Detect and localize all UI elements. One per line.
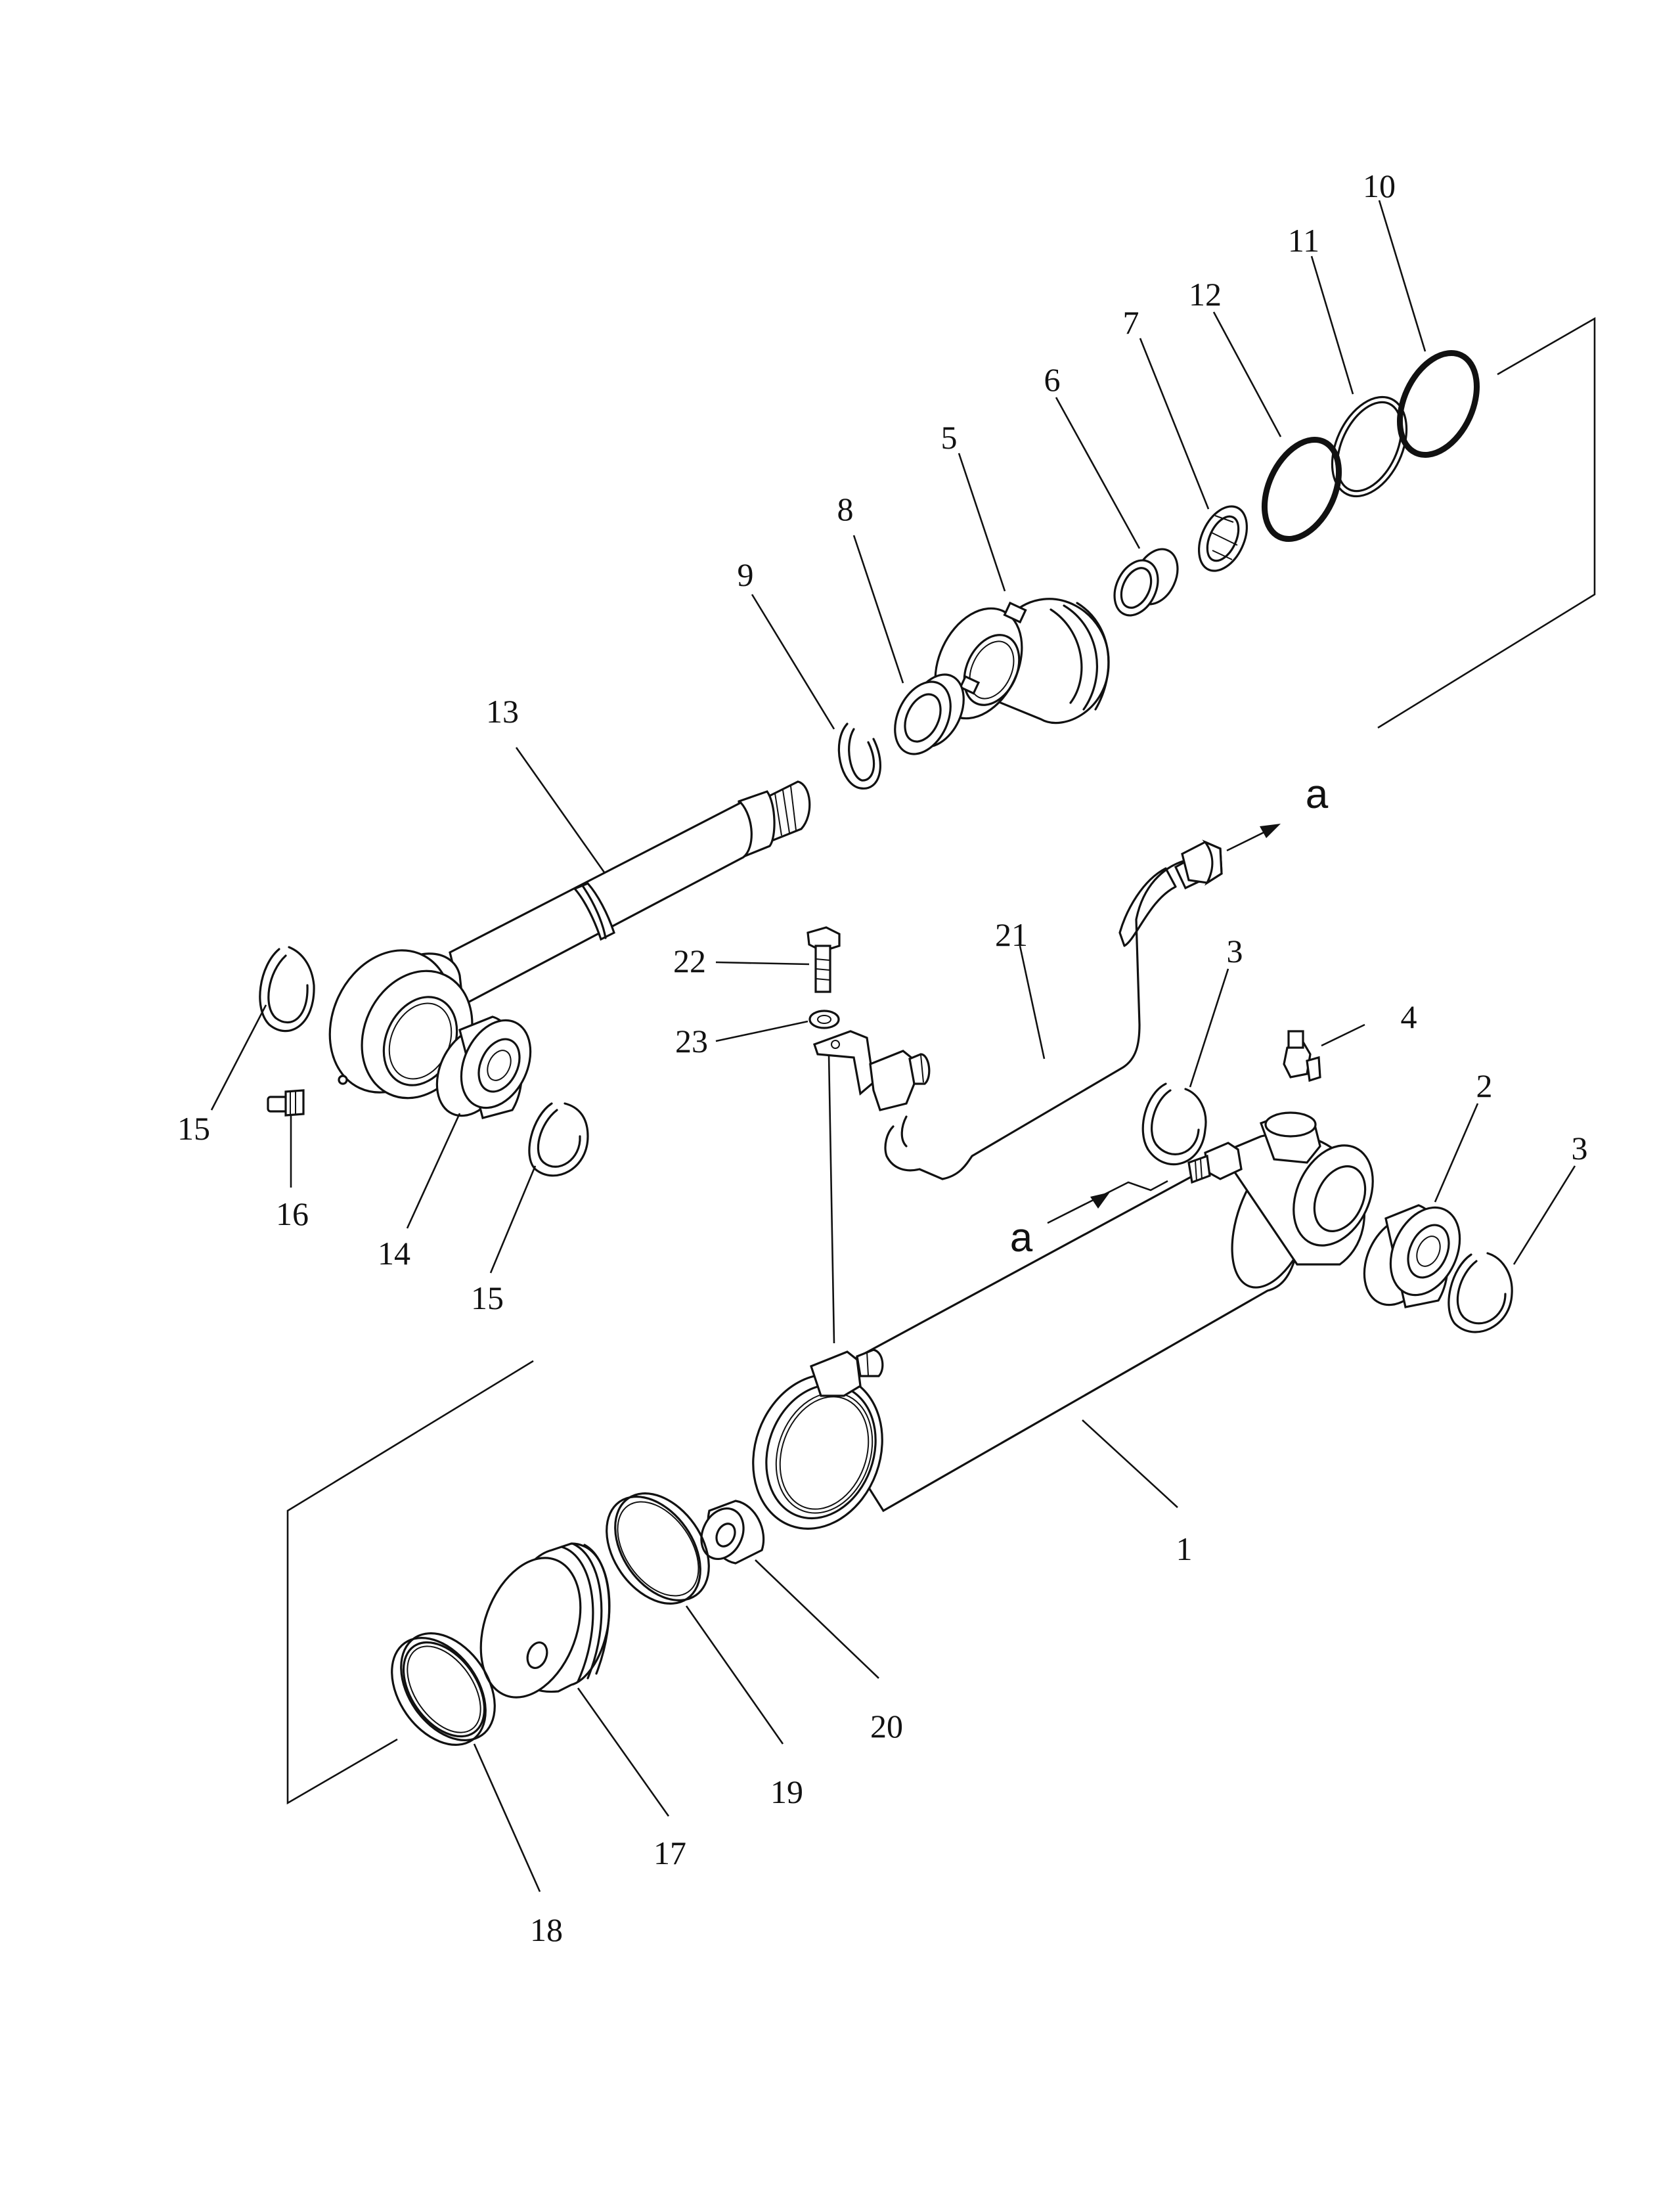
callout-17: 17 bbox=[653, 1835, 686, 1871]
bearing-2 bbox=[1363, 1204, 1461, 1308]
callout-20: 20 bbox=[870, 1708, 903, 1745]
callout-13: 13 bbox=[486, 693, 519, 730]
callout-7: 7 bbox=[1123, 304, 1139, 341]
callout-19: 19 bbox=[770, 1773, 803, 1810]
rod-seal-7 bbox=[1198, 505, 1248, 572]
backup-ring-11 bbox=[1331, 395, 1408, 498]
callout-9: 9 bbox=[738, 556, 754, 593]
view-arrow-top bbox=[1226, 824, 1281, 852]
snap-ring-9 bbox=[837, 723, 881, 790]
lower-seal-kit-bracket bbox=[286, 1360, 534, 1805]
leader-lines bbox=[210, 200, 1576, 1892]
bushing-6 bbox=[1113, 548, 1179, 617]
callout-21: 21 bbox=[995, 916, 1028, 953]
wiper-8 bbox=[894, 673, 965, 755]
clamp-drop-line bbox=[828, 1054, 835, 1344]
view-ref-top: a bbox=[1306, 772, 1329, 817]
callout-10: 10 bbox=[1363, 167, 1396, 204]
wear-ring-19 bbox=[606, 1492, 710, 1605]
callout-11: 11 bbox=[1288, 222, 1319, 259]
callout-8: 8 bbox=[837, 491, 854, 527]
bearing-14 bbox=[435, 1015, 532, 1119]
snap-ring-3-upper bbox=[1141, 1082, 1207, 1166]
nut-20 bbox=[700, 1500, 765, 1565]
callout-15-right: 15 bbox=[471, 1280, 504, 1316]
o-ring-12 bbox=[1261, 436, 1342, 543]
upper-seal-kit-bracket bbox=[1377, 317, 1596, 729]
callout-5: 5 bbox=[941, 419, 958, 456]
piston-seal-18 bbox=[391, 1632, 496, 1746]
callout-3-lower: 3 bbox=[1572, 1130, 1588, 1167]
callout-15-left: 15 bbox=[177, 1110, 210, 1147]
callout-labels: 10 11 12 7 6 5 8 9 13 15 16 14 15 22 23 … bbox=[177, 167, 1588, 1948]
bolt-22 bbox=[807, 926, 841, 993]
cylinder-tube-1 bbox=[752, 1111, 1374, 1530]
callout-1: 1 bbox=[1176, 1530, 1193, 1567]
snap-ring-3-lower bbox=[1448, 1252, 1513, 1333]
tube-21 bbox=[884, 839, 1223, 1180]
callout-22: 22 bbox=[673, 943, 706, 979]
piston-rod-13 bbox=[328, 780, 811, 1100]
washer-23 bbox=[808, 1010, 840, 1029]
grease-fitting-4 bbox=[1283, 1030, 1321, 1082]
o-ring-10 bbox=[1397, 350, 1480, 458]
callout-16: 16 bbox=[276, 1195, 309, 1232]
callout-3-upper: 3 bbox=[1227, 933, 1243, 969]
clamp-bracket bbox=[812, 1030, 931, 1111]
callout-12: 12 bbox=[1189, 276, 1222, 313]
callout-23: 23 bbox=[675, 1023, 708, 1059]
snap-ring-15-left bbox=[259, 946, 315, 1033]
callout-18: 18 bbox=[530, 1911, 563, 1948]
view-arrow-bottom bbox=[1047, 1180, 1168, 1224]
grease-fitting-16 bbox=[267, 1089, 305, 1117]
callout-6: 6 bbox=[1044, 361, 1061, 398]
callout-4: 4 bbox=[1401, 998, 1417, 1035]
snap-ring-15-right bbox=[528, 1102, 589, 1177]
piston-17 bbox=[479, 1542, 611, 1699]
view-ref-bottom: a bbox=[1010, 1215, 1033, 1260]
callout-2: 2 bbox=[1476, 1067, 1493, 1104]
cylinder-head-5 bbox=[934, 598, 1110, 724]
callout-14: 14 bbox=[378, 1235, 410, 1272]
